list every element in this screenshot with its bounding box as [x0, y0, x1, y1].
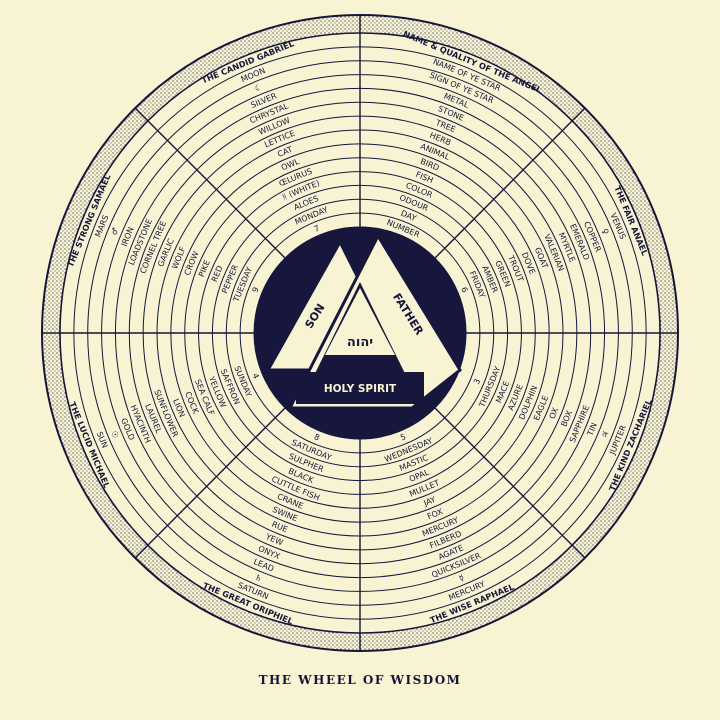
central-hub: SON FATHER יהוה HOLY SPIRIT: [254, 227, 466, 439]
sector-item: 8: [313, 432, 321, 442]
sector-item: LION: [171, 397, 187, 418]
sector-item: ♂: [109, 226, 120, 236]
sector-item: YEW: [263, 532, 284, 548]
sector-item: 6: [459, 286, 469, 294]
spoke-line: [134, 107, 286, 259]
inner-light-triangle: [325, 288, 395, 355]
holy-spirit-bar: [296, 372, 424, 404]
sector-item: OX: [548, 406, 561, 420]
diagram-caption: THE WHEEL OF WISDOM: [258, 673, 462, 687]
sector-item: ☉: [109, 430, 120, 440]
sector-item: ☾: [253, 82, 263, 93]
sector-item: SAPPHIRE: [568, 404, 591, 444]
spoke-line: [434, 107, 586, 259]
sector-item: LEAD: [252, 557, 275, 573]
spoke-line: [134, 407, 286, 559]
sector-item: 4: [251, 372, 261, 380]
wheel-spokes: [42, 15, 678, 651]
sector-item: JAY: [422, 495, 438, 508]
spoke-line: [434, 407, 586, 559]
sector-item: GOLD: [119, 417, 136, 442]
sector-item: ♀: [600, 227, 611, 236]
sector-item: 9: [251, 286, 261, 294]
sector-item: 3: [472, 377, 482, 385]
tetragrammaton-label: יהוה: [347, 335, 373, 350]
sector-item: FISH: [414, 170, 434, 185]
sector-item: MARS: [93, 214, 110, 239]
sector-item: ☿: [458, 573, 466, 583]
sector-item: 5: [399, 432, 407, 442]
sector-item: BIRD: [419, 157, 441, 173]
holy-spirit-label: HOLY SPIRIT: [324, 383, 397, 395]
sector-item: IRON: [120, 226, 136, 248]
sector-item: 7: [313, 224, 321, 234]
sector-item: ♄: [253, 573, 263, 584]
sector-item: OWL: [280, 157, 301, 173]
sector-item: ♃: [600, 430, 611, 440]
